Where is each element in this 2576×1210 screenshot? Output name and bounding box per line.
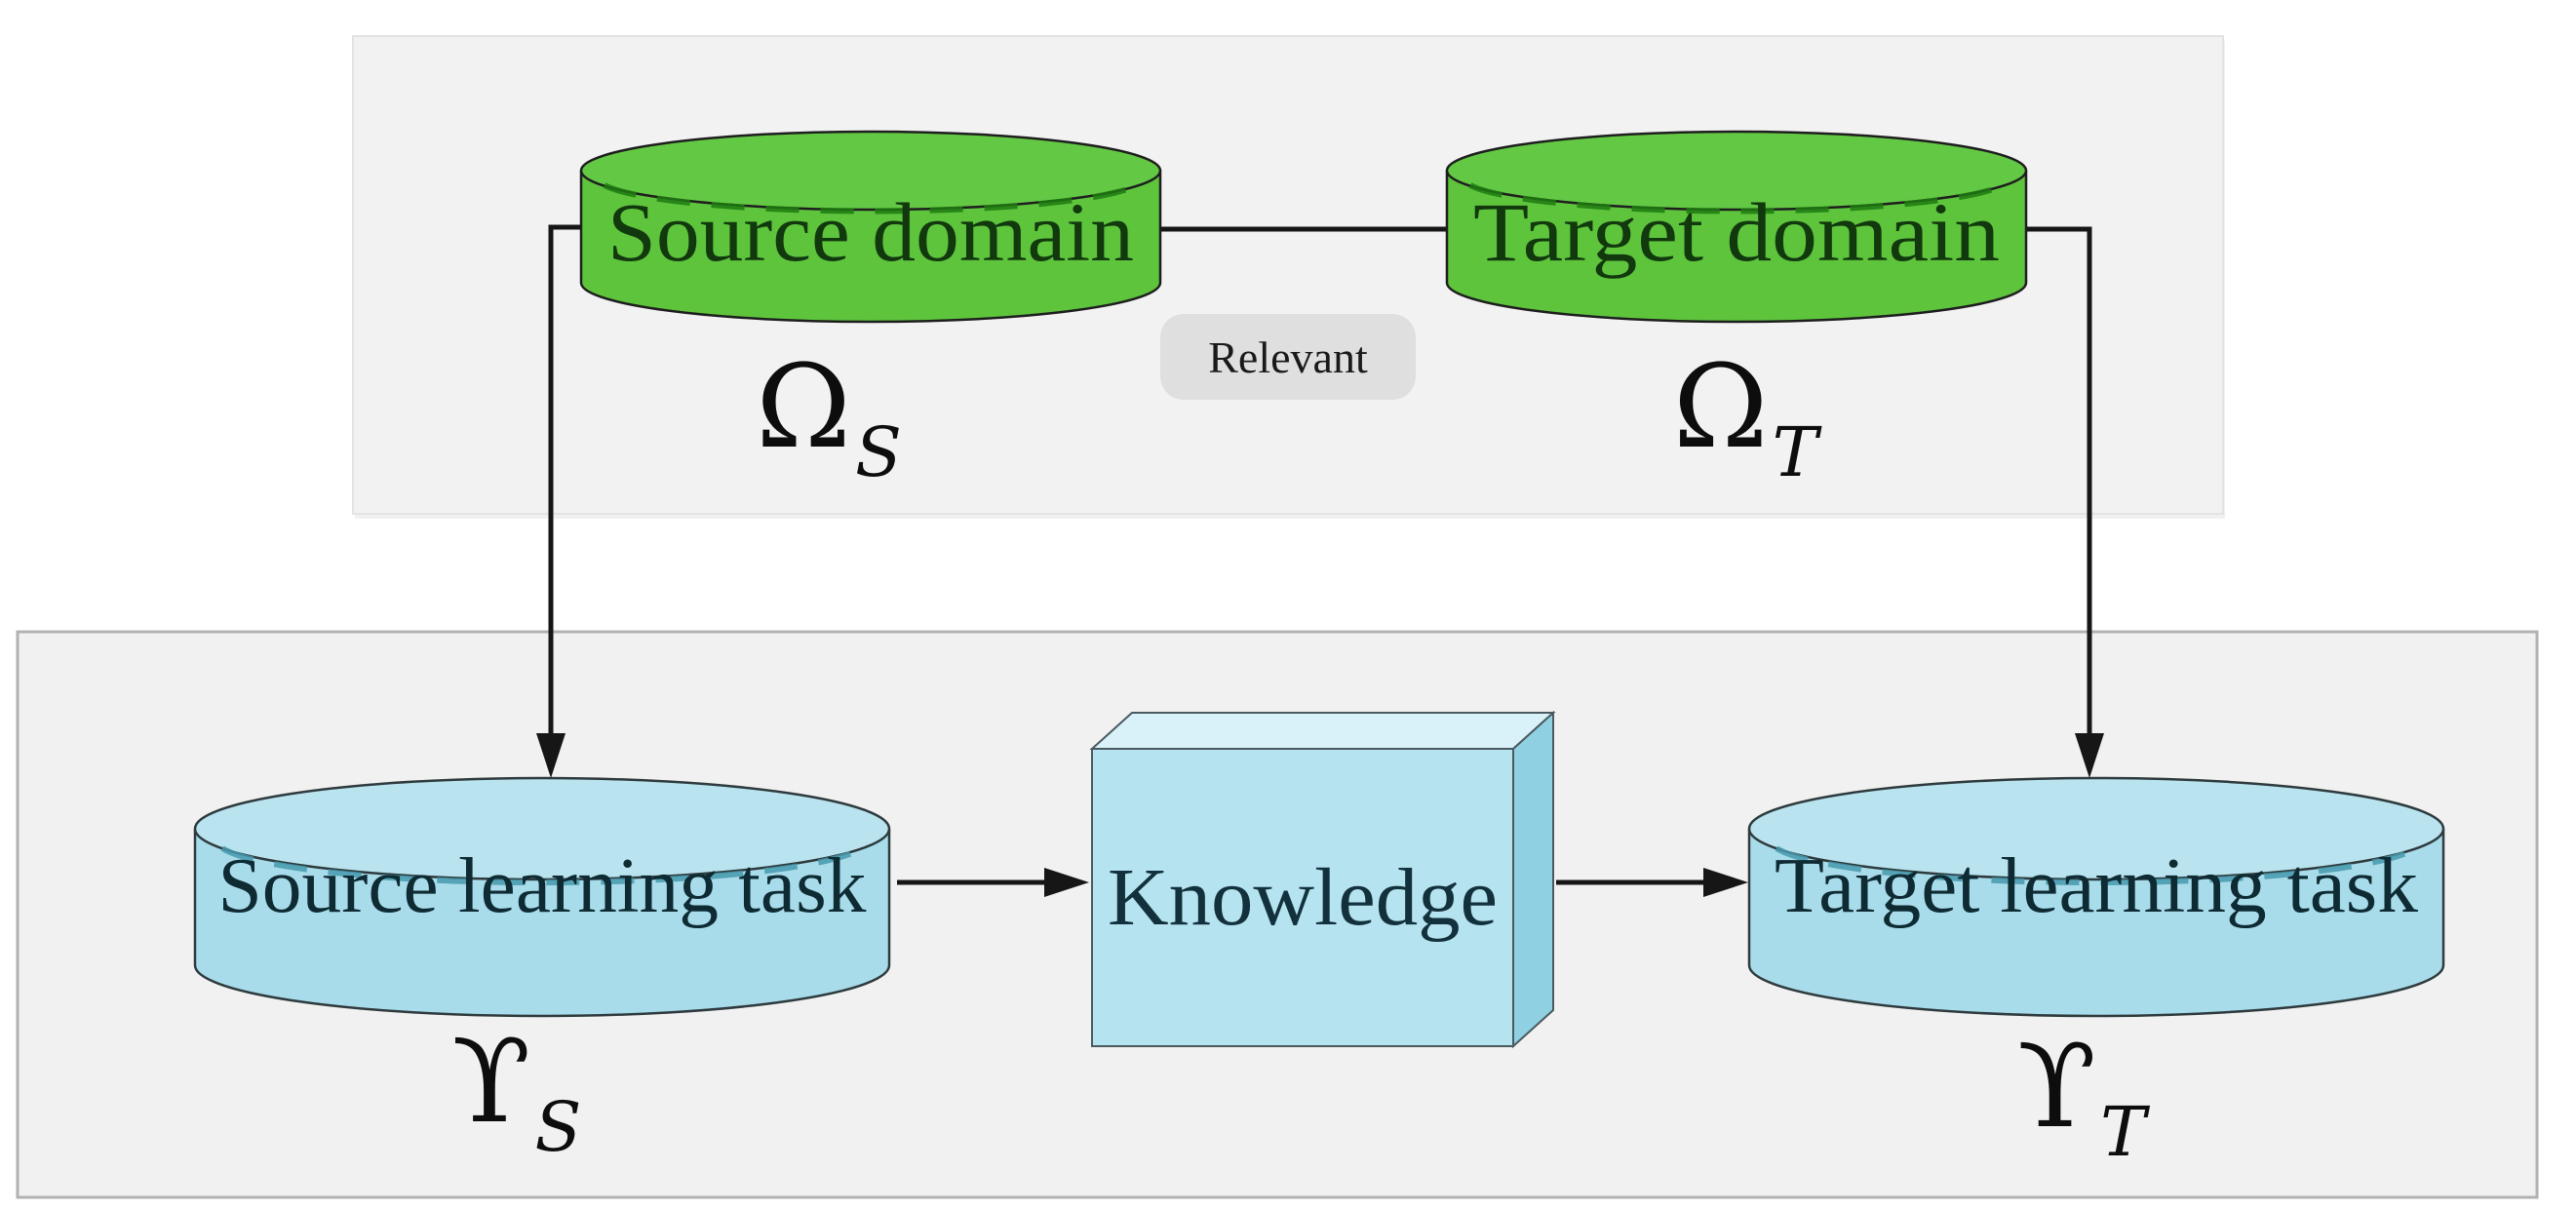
source-learning-task-cylinder: Source learning task [193,776,891,1018]
upsilon-subscript: T [2100,1092,2150,1172]
target-domain-cylinder: Target domain [1445,130,2028,324]
arrowhead-right-icon [1044,868,1089,897]
upsilon-subscript: S [535,1087,582,1167]
knowledge-box-side-face [1512,710,1554,1049]
cylinder-level-marks [1775,845,2418,886]
target-domain-label: Target domain [1473,185,2000,279]
arrowhead-down-icon [2075,733,2104,778]
cylinder-top [193,776,891,881]
source-domain-label: Source domain [607,185,1134,279]
relevant-label: Relevant [1208,332,1368,382]
source-task-symbol: ϒS [452,1014,582,1167]
omega-subscript: S [855,412,902,492]
cylinder-top [1747,776,2445,881]
source-domain-symbol: ΩS [756,339,902,492]
upsilon-symbol: ϒ [452,1014,531,1149]
relevant-badge: Relevant [1160,314,1416,400]
omega-subscript: T [1773,412,1822,492]
knowledge-box-top-face [1089,712,1556,750]
upsilon-symbol: ϒ [2017,1019,2096,1153]
target-domain-symbol: ΩT [1673,339,1822,492]
omega-symbol: Ω [1673,339,1769,474]
knowledge-label: Knowledge [1108,852,1498,943]
omega-symbol: Ω [756,339,851,474]
source-learning-task-label: Source learning task [218,843,867,929]
arrow-knowledge-to-target-task [1556,868,1748,897]
knowledge-box-front-face [1091,748,1514,1047]
arrowhead-right-icon [1703,868,1748,897]
cylinder-top [1445,130,2028,212]
arrow-source-task-to-knowledge [897,868,1089,897]
cylinder-top [579,130,1162,212]
target-task-symbol: ϒT [2017,1019,2150,1172]
source-domain-cylinder: Source domain [579,130,1162,324]
arrow-path [2025,226,2092,737]
arrow-source-domain-to-source-task [536,224,581,778]
arrowhead-down-icon [536,733,566,778]
cylinder-level-marks [220,845,864,886]
target-learning-task-label: Target learning task [1775,843,2418,929]
relevant-badge-background [1160,314,1416,400]
knowledge-box: Knowledge [1089,710,1556,1049]
arrow-target-domain-to-target-task [2025,226,2104,778]
target-learning-task-cylinder: Target learning task [1747,776,2445,1018]
arrow-path [548,224,581,737]
